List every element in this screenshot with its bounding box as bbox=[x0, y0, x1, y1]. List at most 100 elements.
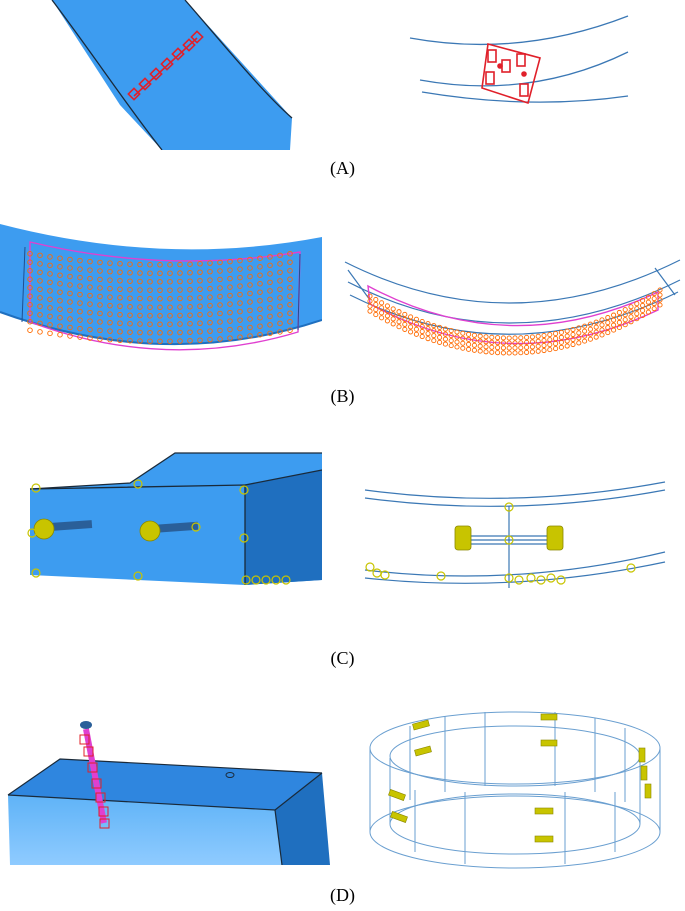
mesh-node bbox=[611, 327, 617, 333]
mesh-node bbox=[157, 304, 163, 311]
mesh-node bbox=[197, 261, 203, 267]
mesh-node bbox=[247, 299, 253, 305]
mesh-node bbox=[127, 312, 133, 318]
mesh-node bbox=[147, 270, 153, 276]
mesh-node bbox=[187, 295, 193, 301]
yellow-node-circles bbox=[27, 479, 291, 585]
mesh-node bbox=[616, 319, 622, 326]
mesh-node bbox=[495, 335, 501, 341]
mesh-node bbox=[277, 252, 283, 259]
mesh-node bbox=[77, 291, 83, 298]
mesh-node bbox=[541, 347, 547, 354]
mesh-node bbox=[117, 328, 123, 335]
mesh-node bbox=[535, 338, 541, 344]
mesh-node bbox=[454, 334, 460, 340]
mesh-node bbox=[47, 279, 53, 286]
mesh-node bbox=[367, 298, 373, 304]
caption-c: (C) bbox=[330, 648, 355, 668]
mesh-node bbox=[147, 261, 153, 268]
mesh-node bbox=[47, 322, 53, 328]
mesh-node bbox=[634, 306, 640, 312]
mesh-node bbox=[57, 263, 63, 270]
mesh-node bbox=[137, 295, 143, 302]
mesh-node bbox=[651, 296, 657, 302]
mesh-node bbox=[593, 319, 599, 325]
mesh-node bbox=[384, 313, 390, 319]
mesh-node bbox=[477, 348, 483, 354]
mesh-node bbox=[237, 300, 243, 306]
mesh-node bbox=[147, 321, 153, 327]
mesh-node bbox=[187, 312, 193, 318]
mesh-node bbox=[177, 321, 183, 327]
mesh-node bbox=[77, 266, 83, 272]
mesh-node bbox=[587, 326, 593, 332]
mesh-node bbox=[373, 297, 379, 303]
mesh-node bbox=[217, 336, 223, 342]
mesh-node bbox=[227, 284, 233, 290]
mesh-node bbox=[257, 323, 263, 329]
mesh-node bbox=[207, 268, 213, 275]
mesh-node bbox=[27, 310, 33, 316]
mesh-node bbox=[622, 307, 628, 313]
mesh-node bbox=[640, 312, 646, 319]
mesh-node bbox=[471, 342, 477, 348]
mesh-node bbox=[413, 326, 419, 332]
mesh-node bbox=[87, 309, 93, 316]
mesh-node bbox=[611, 317, 617, 323]
mesh-node bbox=[419, 334, 425, 340]
mesh-node bbox=[277, 295, 283, 301]
mesh-node bbox=[437, 339, 443, 345]
mesh-node bbox=[177, 278, 183, 285]
mesh-node bbox=[425, 326, 431, 332]
mesh-node bbox=[425, 336, 431, 342]
mesh-node bbox=[157, 296, 163, 302]
mesh-node bbox=[605, 320, 611, 326]
mesh-node bbox=[622, 312, 628, 318]
panel-c-solid bbox=[0, 445, 322, 590]
mesh-node bbox=[645, 309, 651, 315]
mesh-node bbox=[217, 302, 223, 308]
red-diamond-marker-line bbox=[127, 30, 204, 101]
mesh-node bbox=[448, 343, 454, 349]
mesh-node bbox=[37, 295, 43, 301]
mesh-node bbox=[277, 269, 283, 276]
mesh-node bbox=[87, 267, 93, 273]
mesh-node bbox=[489, 339, 495, 345]
mesh-node bbox=[564, 333, 570, 339]
mesh-node bbox=[127, 286, 133, 293]
mesh-node bbox=[512, 345, 518, 351]
mesh-node bbox=[564, 338, 570, 344]
mesh-node bbox=[87, 275, 93, 282]
mesh-node bbox=[277, 261, 283, 267]
mesh-node bbox=[547, 342, 553, 348]
mesh-node bbox=[506, 335, 512, 341]
mesh-node bbox=[37, 278, 43, 284]
mesh-node bbox=[117, 303, 123, 309]
mesh-node bbox=[287, 301, 293, 308]
mesh-node bbox=[157, 321, 163, 328]
mesh-node bbox=[448, 328, 454, 334]
mesh-node bbox=[367, 303, 373, 309]
mesh-node bbox=[483, 334, 489, 340]
mesh-node bbox=[524, 349, 530, 355]
mesh-node bbox=[611, 312, 617, 318]
mesh-node bbox=[425, 331, 431, 337]
mesh-node bbox=[237, 308, 243, 315]
mesh-node bbox=[529, 349, 535, 355]
mesh-node bbox=[419, 324, 425, 330]
mesh-node bbox=[634, 301, 640, 307]
mesh-node bbox=[413, 316, 419, 322]
mesh-node bbox=[506, 350, 512, 356]
mesh-node bbox=[197, 320, 203, 326]
mesh-node bbox=[167, 312, 173, 319]
mesh-node bbox=[107, 328, 113, 334]
mesh-node bbox=[396, 309, 402, 315]
mesh-node bbox=[419, 329, 425, 335]
mesh-node bbox=[431, 338, 437, 344]
mesh-node bbox=[287, 284, 293, 291]
mesh-node bbox=[137, 261, 143, 268]
mesh-node bbox=[237, 274, 243, 281]
mesh-node bbox=[396, 314, 402, 320]
mesh-node bbox=[157, 313, 163, 319]
panel-c-wireframe bbox=[355, 470, 685, 595]
